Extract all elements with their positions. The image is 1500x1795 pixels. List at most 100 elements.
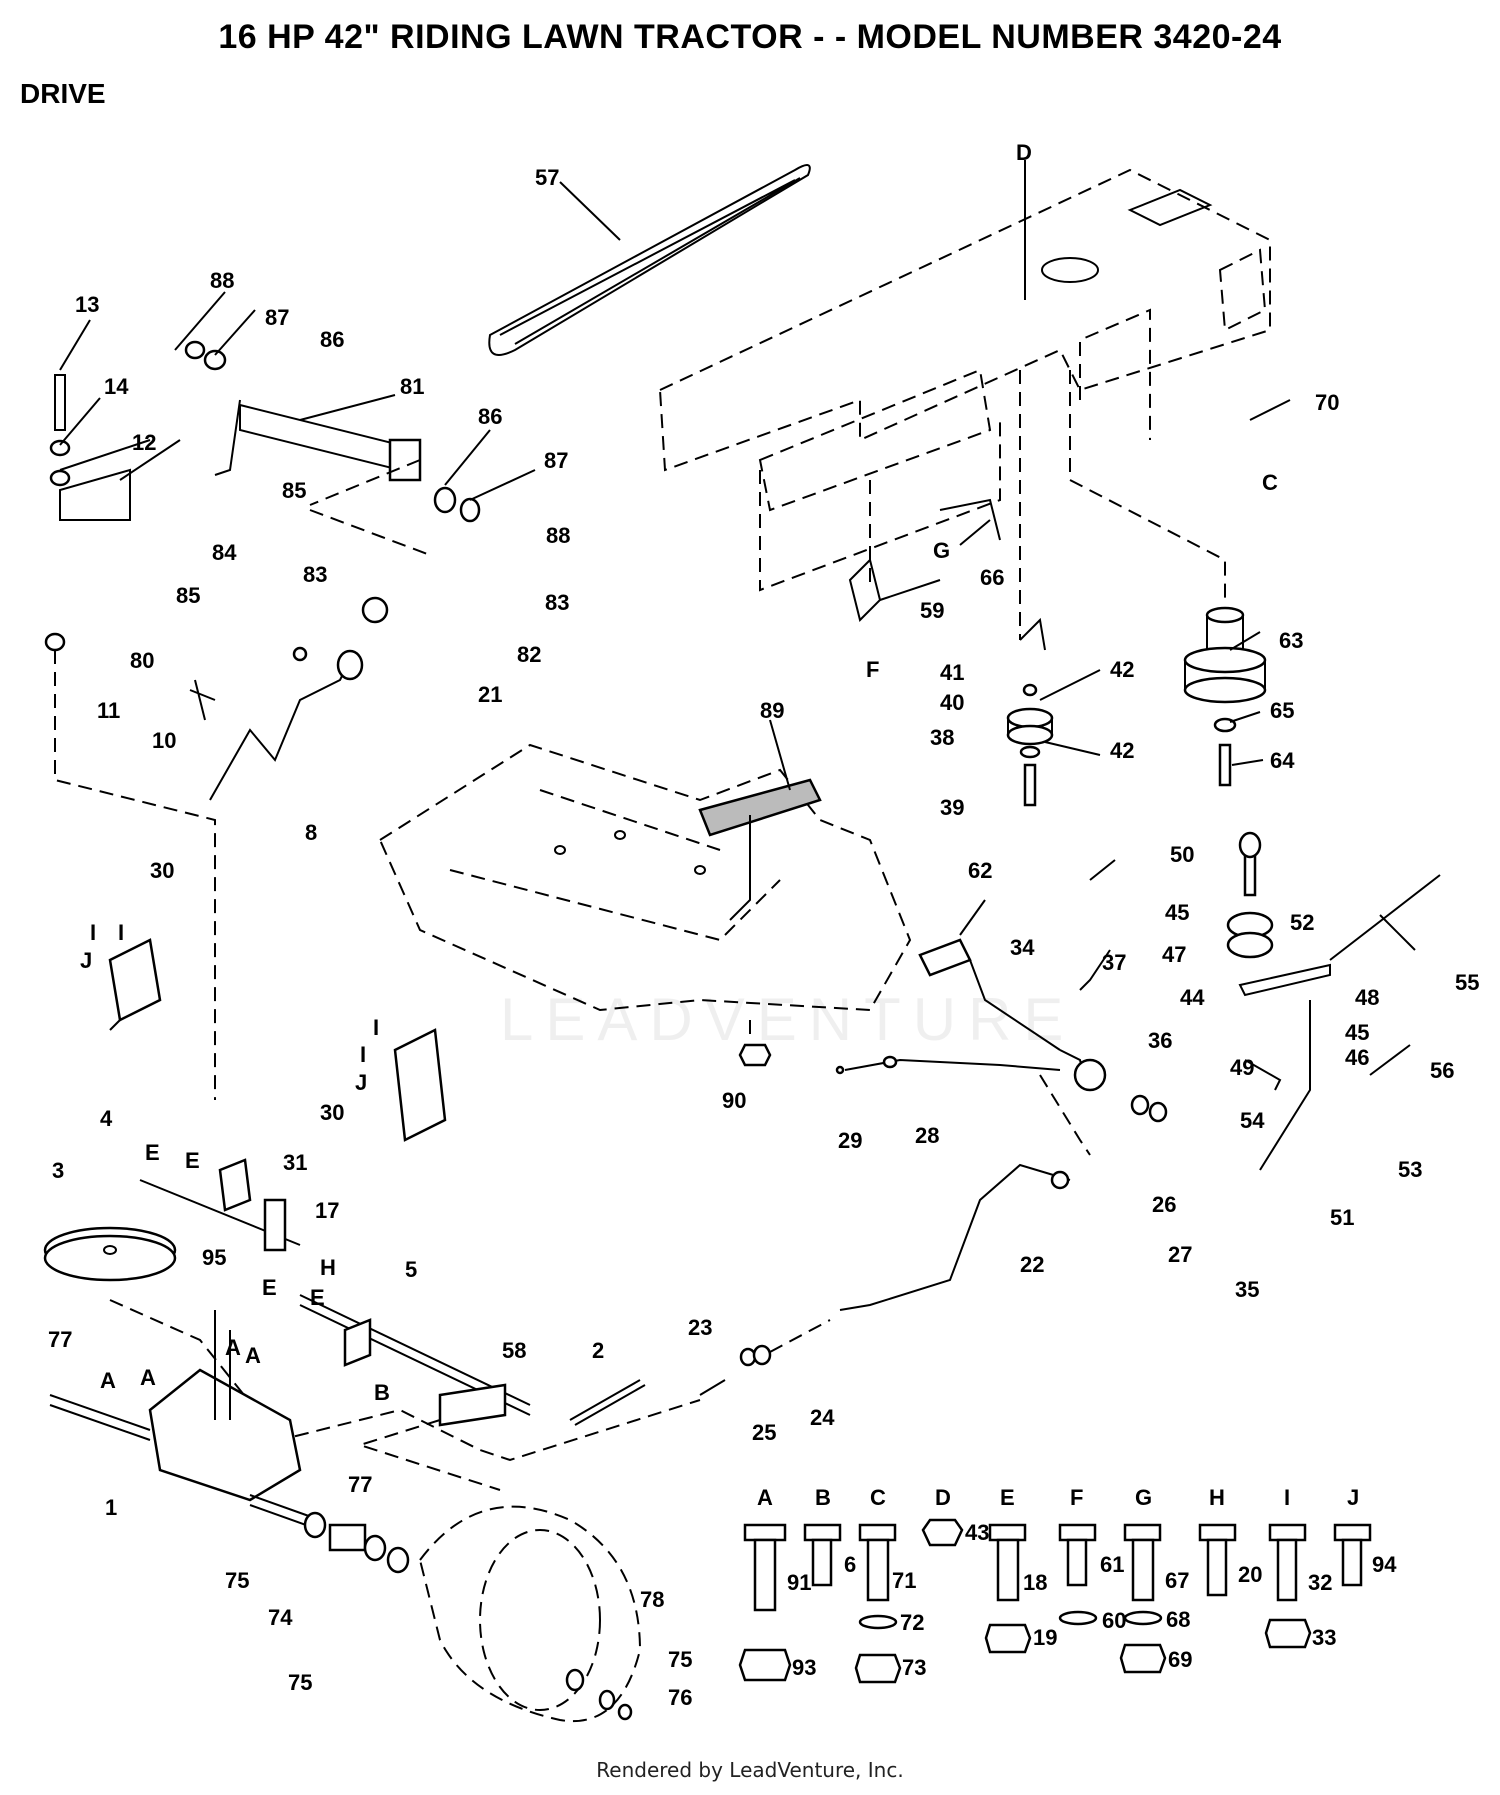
bracket-30a xyxy=(108,938,162,1022)
label-11: 11 xyxy=(97,698,120,723)
footer-credit: Rendered by LeadVenture, Inc. xyxy=(596,1758,904,1782)
label-83b: 83 xyxy=(545,590,569,615)
label-28: 28 xyxy=(915,1123,939,1148)
label-17: 17 xyxy=(315,1198,339,1223)
deck-body xyxy=(378,743,912,1012)
label-66: 66 xyxy=(980,565,1004,590)
label-57: 57 xyxy=(535,165,559,190)
hw-bolt-B: 6 xyxy=(844,1552,856,1577)
label-62: 62 xyxy=(968,858,992,883)
label-64: 64 xyxy=(1270,748,1295,773)
label-39: 39 xyxy=(940,795,964,820)
hw-letter-E: E xyxy=(1000,1485,1015,1510)
label-E4: E xyxy=(310,1285,325,1310)
hw-bolt-E: 18 xyxy=(1023,1570,1047,1595)
hw-nut-E: 19 xyxy=(1033,1625,1057,1650)
label-89: 89 xyxy=(760,698,784,723)
label-Ic: I xyxy=(373,1015,379,1040)
hw-bolt-A: 91 xyxy=(787,1570,811,1595)
label-34: 34 xyxy=(1010,935,1035,960)
label-29: 29 xyxy=(838,1128,862,1153)
label-4: 4 xyxy=(100,1106,113,1131)
watermark: LEADVENTURE xyxy=(500,986,1075,1053)
label-B: B xyxy=(374,1380,390,1405)
label-D: D xyxy=(1016,140,1032,165)
idler-38 xyxy=(1006,683,1054,807)
label-70: 70 xyxy=(1315,390,1339,415)
hw-nut-D: 43 xyxy=(965,1520,989,1545)
label-5: 5 xyxy=(405,1257,417,1282)
label-13: 13 xyxy=(75,292,99,317)
label-Ib: I xyxy=(118,920,124,945)
label-83a: 83 xyxy=(303,562,327,587)
label-77a: 77 xyxy=(48,1327,72,1352)
label-24: 24 xyxy=(810,1405,835,1430)
label-40: 40 xyxy=(940,690,964,715)
callout-labels: 57 D 13 88 87 86 14 81 12 85 86 87 88 84… xyxy=(48,140,1479,1710)
label-12: 12 xyxy=(132,430,156,455)
label-80: 80 xyxy=(130,648,154,673)
label-74: 74 xyxy=(268,1605,293,1630)
label-A4: A xyxy=(245,1343,261,1368)
label-51: 51 xyxy=(1330,1205,1354,1230)
label-50: 50 xyxy=(1170,842,1194,867)
drive-belt xyxy=(488,164,811,356)
label-75b: 75 xyxy=(288,1670,312,1695)
label-85: 85 xyxy=(282,478,306,503)
label-41: 41 xyxy=(940,660,964,685)
hardware-drawings xyxy=(738,1518,1372,1684)
hw-bolt-H: 20 xyxy=(1238,1562,1262,1587)
hw-washer-G: 68 xyxy=(1166,1607,1190,1632)
label-14: 14 xyxy=(104,374,129,399)
label-49: 49 xyxy=(1230,1055,1254,1080)
label-31: 31 xyxy=(283,1150,307,1175)
label-46: 46 xyxy=(1345,1045,1369,1070)
label-65: 65 xyxy=(1270,698,1294,723)
label-95: 95 xyxy=(202,1245,226,1270)
label-75c: 75 xyxy=(668,1647,692,1672)
rear-wheel xyxy=(418,1505,642,1723)
label-58: 58 xyxy=(502,1338,526,1363)
label-45a: 45 xyxy=(1165,900,1189,925)
pivot-assembly xyxy=(1226,831,1441,1171)
hw-nut-I: 33 xyxy=(1312,1625,1336,1650)
label-21: 21 xyxy=(478,682,502,707)
label-78: 78 xyxy=(640,1587,664,1612)
label-23: 23 xyxy=(688,1315,712,1340)
label-30a: 30 xyxy=(150,858,174,883)
label-42a: 42 xyxy=(1110,657,1134,682)
hw-letter-D: D xyxy=(935,1485,951,1510)
frame-assembly xyxy=(658,168,1271,592)
page-title: 16 HP 42" RIDING LAWN TRACTOR - - MODEL … xyxy=(218,18,1282,56)
label-2: 2 xyxy=(592,1338,604,1363)
leader-lines xyxy=(59,160,1416,951)
bracket-30b xyxy=(393,1028,447,1142)
label-E1: E xyxy=(145,1140,160,1165)
transaxle xyxy=(49,1310,321,1531)
label-56: 56 xyxy=(1430,1058,1454,1083)
label-52: 52 xyxy=(1290,910,1314,935)
label-3: 3 xyxy=(52,1158,64,1183)
label-25: 25 xyxy=(752,1420,776,1445)
label-36: 36 xyxy=(1148,1028,1172,1053)
hw-washer-F: 60 xyxy=(1102,1608,1126,1633)
label-A2: A xyxy=(140,1365,156,1390)
hw-letter-A: A xyxy=(757,1485,773,1510)
label-87: 87 xyxy=(265,305,289,330)
label-E3: E xyxy=(262,1275,277,1300)
label-88b: 88 xyxy=(546,523,570,548)
label-75a: 75 xyxy=(225,1568,249,1593)
label-F: F xyxy=(866,657,879,682)
label-22: 22 xyxy=(1020,1252,1044,1277)
hw-letter-F: F xyxy=(1070,1485,1083,1510)
label-Ia: I xyxy=(90,920,96,945)
label-26: 26 xyxy=(1152,1192,1176,1217)
label-86: 86 xyxy=(320,327,344,352)
label-30b: 30 xyxy=(320,1100,344,1125)
label-A1: A xyxy=(100,1368,116,1393)
label-48: 48 xyxy=(1355,985,1379,1010)
hw-letter-J: J xyxy=(1347,1485,1359,1510)
hw-bolt-I: 32 xyxy=(1308,1570,1332,1595)
label-42b: 42 xyxy=(1110,738,1134,763)
